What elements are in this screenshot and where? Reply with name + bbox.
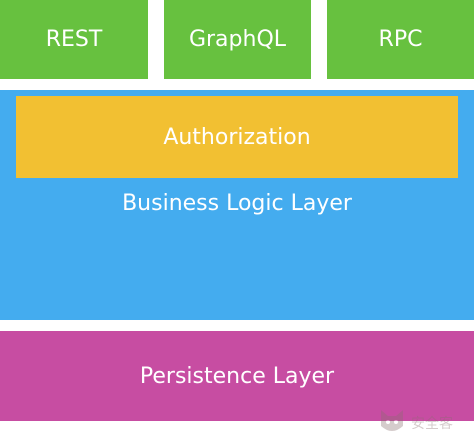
authorization-label: Authorization [163,124,311,150]
business-logic-layer: Authorization Business Logic Layer [0,90,474,320]
persistence-layer: Persistence Layer [0,331,474,421]
rpc-api-box: RPC [327,0,474,79]
rest-label: REST [45,27,103,52]
graphql-label: GraphQL [188,27,287,52]
rpc-label: RPC [378,27,423,52]
persistence-label: Persistence Layer [139,363,335,389]
watermark-logo: 安全客 [381,410,453,432]
graphql-api-box: GraphQL [164,0,311,79]
business-logic-label: Business Logic Layer [122,191,352,216]
rest-api-box: REST [0,0,148,79]
watermark-text: 安全客 [411,415,453,432]
cat-mask-icon [381,410,403,431]
authorization-box: Authorization [16,96,458,178]
